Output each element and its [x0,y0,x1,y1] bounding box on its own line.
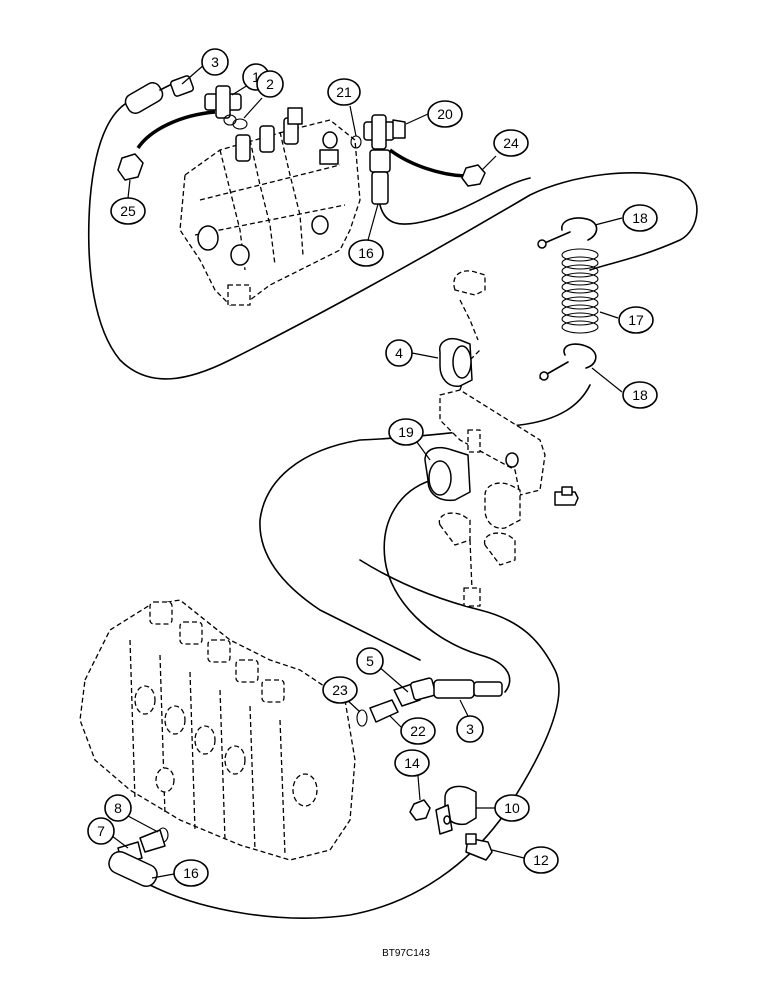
callout-3-lower[interactable]: 3 [456,715,484,743]
lower-control-valve [79,599,356,861]
svg-text:3: 3 [211,54,219,70]
svg-text:8: 8 [114,800,122,816]
callout-16-lower[interactable]: 16 [173,859,209,887]
callouts: 3 1 2 21 20 24 [87,48,658,887]
callout-17[interactable]: 17 [618,306,654,334]
svg-text:4: 4 [395,345,403,361]
svg-text:10: 10 [504,800,520,816]
callout-8[interactable]: 8 [104,794,132,822]
callout-7[interactable]: 7 [87,817,115,845]
svg-text:2: 2 [266,76,274,92]
svg-text:25: 25 [120,203,136,219]
callout-21[interactable]: 21 [327,78,361,106]
svg-text:24: 24 [503,135,519,151]
hose-routing [87,99,698,919]
callout-3-upper[interactable]: 3 [201,48,229,76]
callout-22[interactable]: 22 [400,717,436,745]
spring-coils [561,248,599,334]
callout-16-upper[interactable]: 16 [348,239,384,267]
svg-text:18: 18 [632,210,648,226]
upper-hose-fittings [117,75,248,181]
svg-text:23: 23 [332,682,348,698]
callout-20[interactable]: 20 [427,100,463,128]
lower-return-fittings [108,827,169,887]
callout-19[interactable]: 19 [388,418,424,446]
callout-24[interactable]: 24 [493,129,529,157]
svg-text:3: 3 [466,721,474,737]
callout-18-lower[interactable]: 18 [622,381,658,409]
svg-text:16: 16 [183,865,199,881]
svg-text:5: 5 [366,653,374,669]
callout-10[interactable]: 10 [494,794,530,822]
callout-25[interactable]: 25 [110,197,146,225]
callout-18-upper[interactable]: 18 [622,204,658,232]
svg-text:16: 16 [358,245,374,261]
svg-text:17: 17 [628,312,644,328]
svg-text:22: 22 [410,723,426,739]
svg-text:1: 1 [252,69,260,85]
svg-text:18: 18 [632,387,648,403]
svg-text:20: 20 [437,106,453,122]
svg-text:19: 19 [398,424,414,440]
upper-right-fittings [350,114,486,205]
callout-5[interactable]: 5 [356,647,384,675]
svg-text:21: 21 [336,84,352,100]
lower-hose-clamp [409,785,493,861]
callout-14[interactable]: 14 [394,749,430,777]
svg-text:12: 12 [533,852,549,868]
spring-guard [537,217,599,381]
upper-control-valve [179,107,361,306]
callout-2[interactable]: 2 [256,70,284,98]
lower-pressure-fittings [356,677,503,727]
callout-23[interactable]: 23 [322,676,358,704]
callout-4[interactable]: 4 [385,339,413,367]
callout-12[interactable]: 12 [523,846,559,874]
svg-text:14: 14 [404,755,420,771]
drawing-code: BT97C143 [382,948,430,959]
mounting-bracket [424,270,579,607]
svg-text:7: 7 [97,823,105,839]
